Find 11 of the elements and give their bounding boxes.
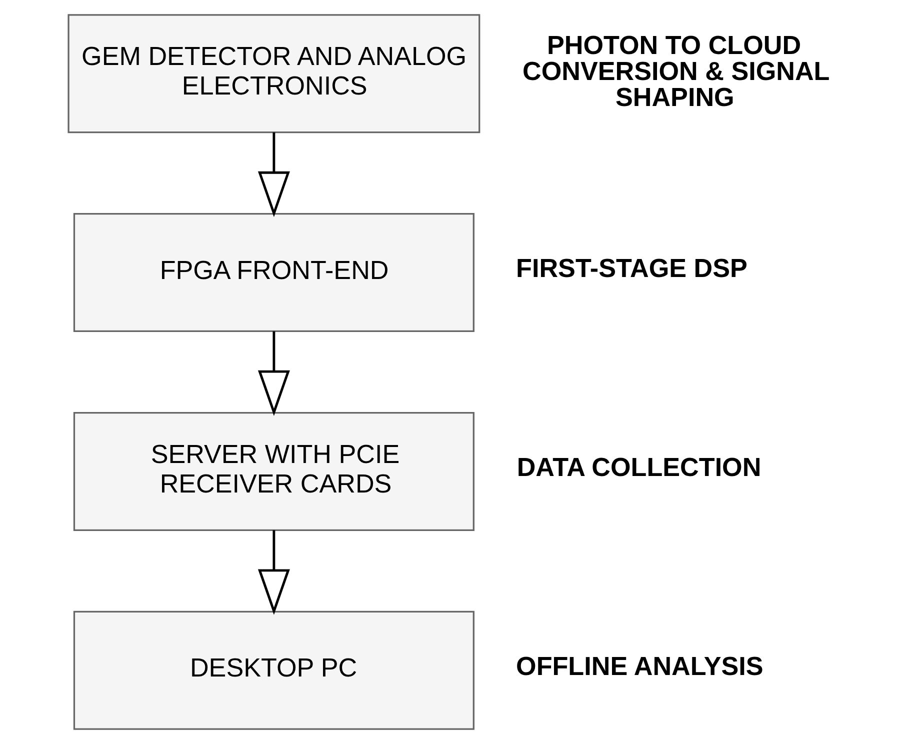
arrow — [257, 530, 290, 615]
node-label: OFFLINE ANALYSIS — [516, 650, 763, 681]
node-box: SERVER WITH PCIE RECEIVER CARDS — [72, 412, 474, 531]
node-box: GEM DETECTOR AND ANALOG ELECTRONICS — [67, 14, 480, 134]
node-label: DATA COLLECTION — [516, 452, 761, 482]
node-box: FPGA FRONT-END — [72, 213, 474, 332]
node-box: DESKTOP PC — [72, 610, 474, 730]
arrow — [257, 331, 290, 416]
node-label: FIRST-STAGE DSP — [516, 253, 747, 284]
arrow — [257, 132, 290, 218]
node-label: PHOTON TO CLOUD CONVERSION & SIGNAL SHAPING — [522, 30, 830, 112]
